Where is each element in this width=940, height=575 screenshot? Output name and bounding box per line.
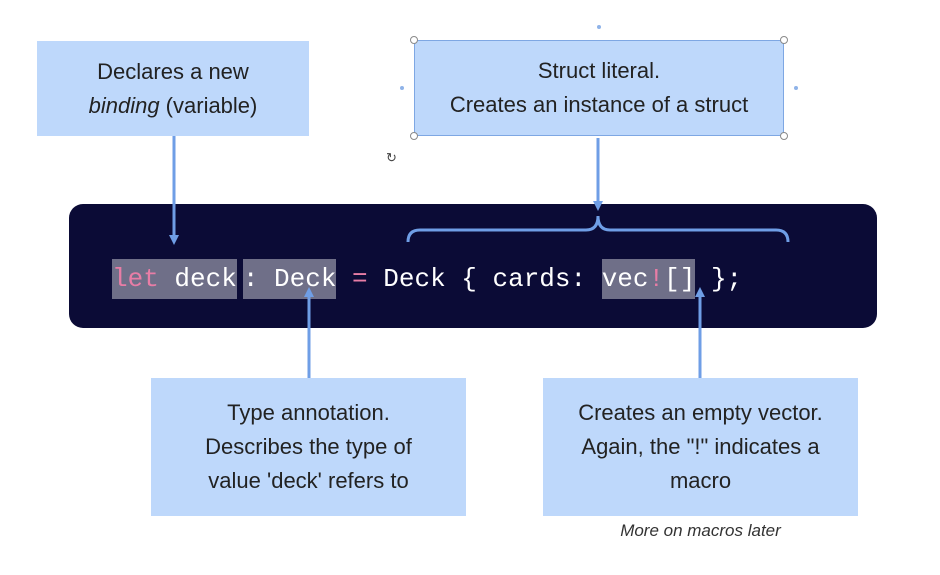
code-equals: = — [336, 264, 384, 294]
binding-rest: (variable) — [159, 92, 258, 118]
code-let-keyword: let — [112, 264, 159, 294]
resize-handle-top-left[interactable] — [410, 36, 418, 44]
resize-handle-bottom-left[interactable] — [410, 132, 418, 140]
callout-struct-literal[interactable]: Struct literal. Creates an instance of a… — [414, 40, 784, 136]
resize-handle-bottom-right[interactable] — [780, 132, 788, 140]
code-end: }; — [695, 264, 743, 294]
callout-type-line2: Describes the type of — [205, 434, 412, 459]
side-handle-left[interactable] — [400, 86, 404, 90]
rotate-cursor-icon: ↻ — [386, 150, 397, 165]
callout-struct-line1: Struct literal. — [537, 58, 661, 83]
code-vec: vec — [601, 264, 649, 294]
callout-vec-line3: macro — [669, 468, 732, 493]
code-bang: ! — [648, 264, 665, 294]
code-type-annotation: : Deck — [242, 259, 337, 299]
callout-binding-line2: binding (variable) — [89, 89, 258, 123]
code-brackets: [] — [664, 264, 696, 294]
callout-binding: Declares a new binding (variable) — [37, 41, 309, 136]
callout-type-line3: value 'deck' refers to — [208, 468, 409, 493]
code-vec-macro: vec![] — [601, 259, 696, 299]
callout-vec-macro: Creates an empty vector. Again, the "!" … — [543, 378, 858, 516]
binding-emphasis: binding — [88, 92, 160, 118]
code-struct-literal: Deck { cards: — [383, 264, 602, 294]
struct-brace — [406, 215, 790, 243]
callout-vec-line2: Again, the "!" indicates a — [581, 434, 820, 459]
code-line: let deck: Deck = Deck { cards: vec![] }; — [112, 246, 742, 299]
callout-struct-line2: Creates an instance of a struct — [449, 92, 749, 117]
footnote: More on macros later — [620, 521, 781, 540]
callout-type-annotation: Type annotation. Describes the type of v… — [151, 378, 466, 516]
callout-vec-line1: Creates an empty vector. — [578, 400, 823, 425]
side-handle-right[interactable] — [794, 86, 798, 90]
callout-type-line1: Type annotation. — [227, 400, 390, 425]
code-variable-name: deck — [158, 264, 237, 294]
resize-handle-top-right[interactable] — [780, 36, 788, 44]
rotate-handle-dot[interactable] — [597, 25, 601, 29]
callout-binding-line1: Declares a new — [97, 58, 249, 84]
code-let-binding: let deck — [112, 259, 237, 299]
